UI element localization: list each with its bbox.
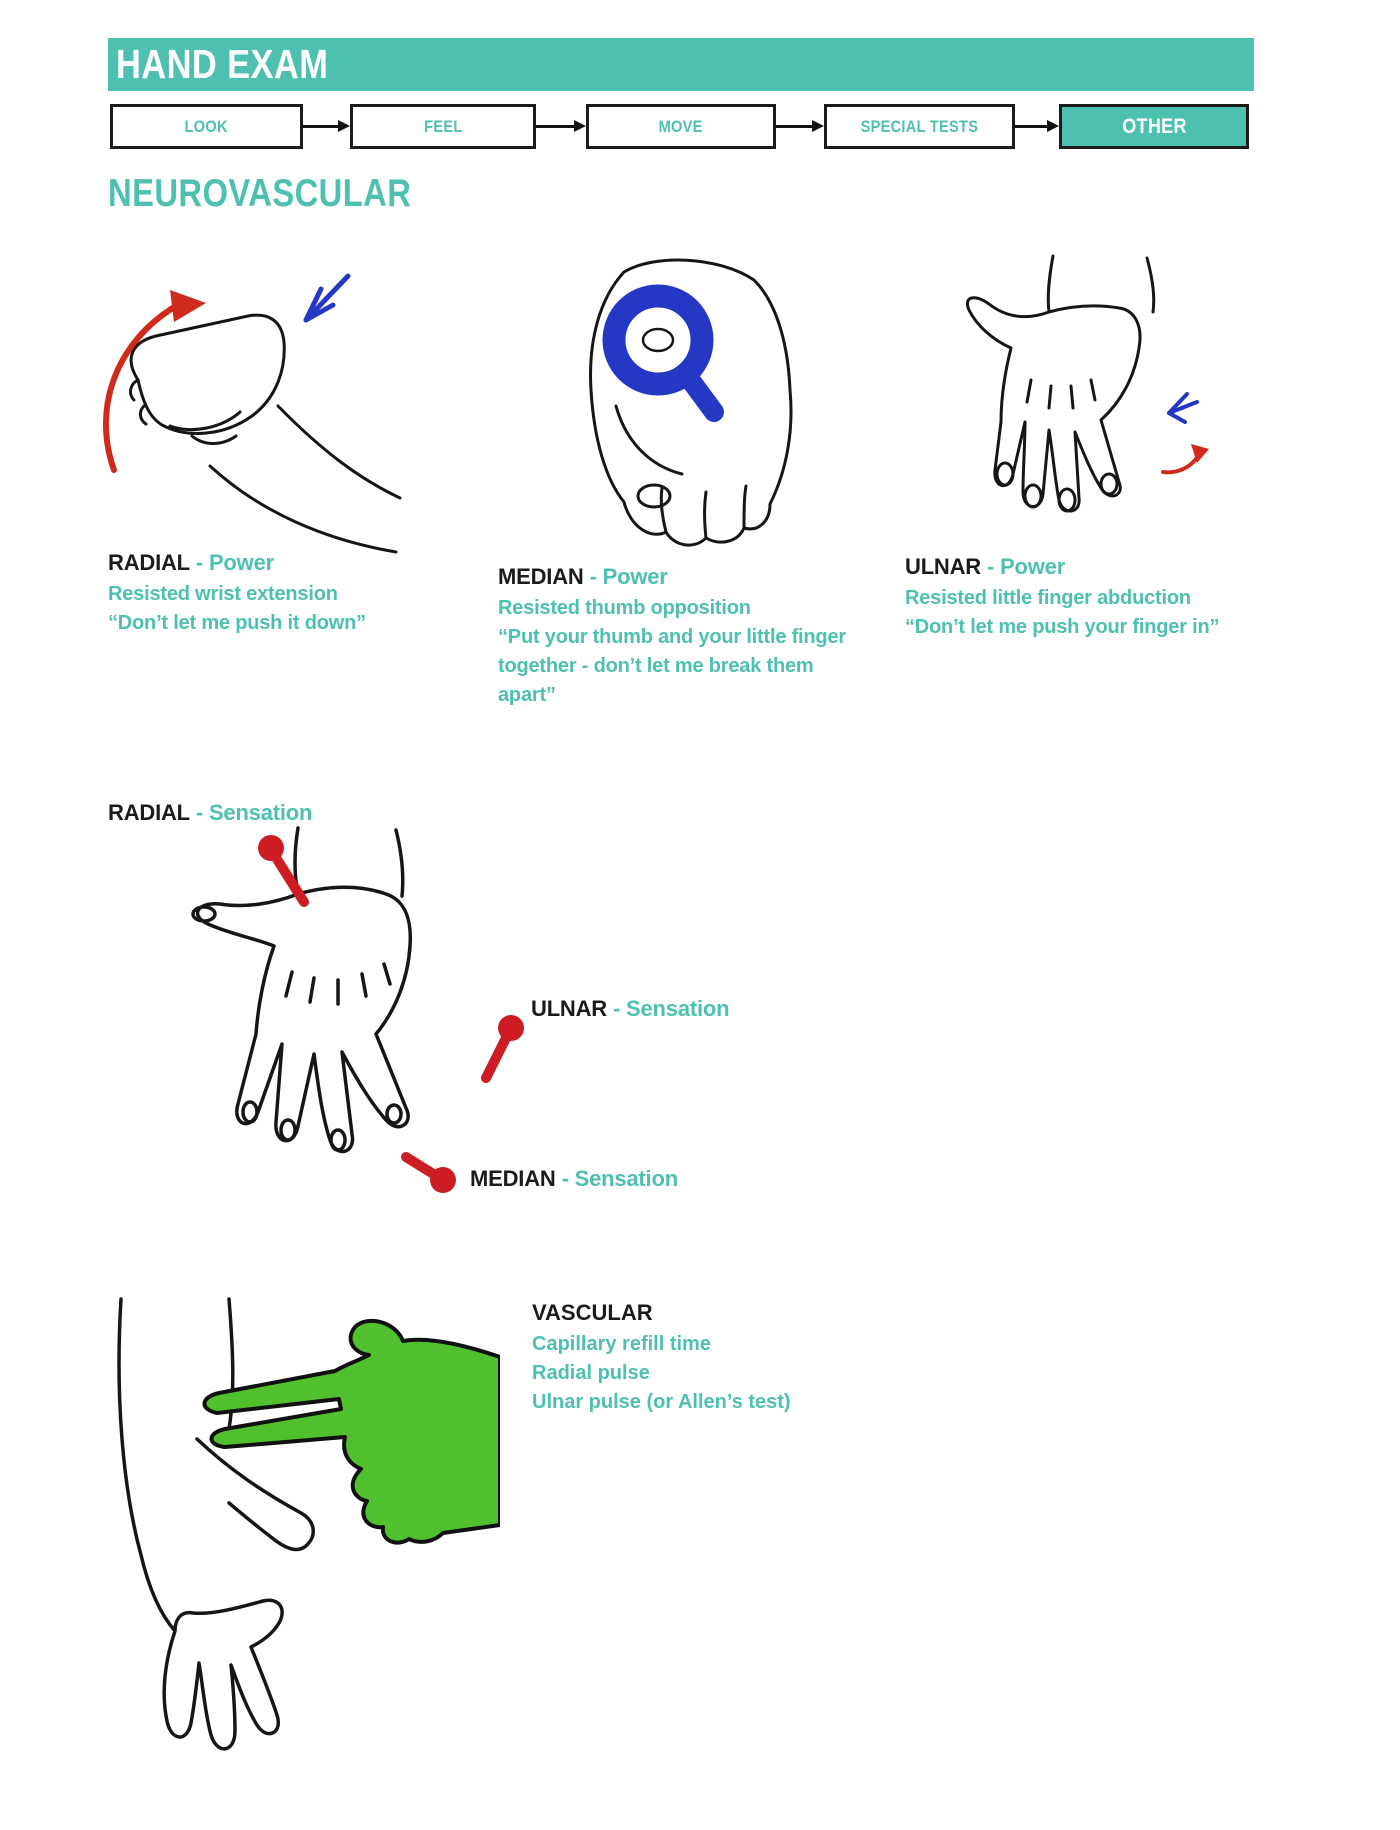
vascular-item: Ulnar pulse (or Allen’s test): [532, 1391, 791, 1413]
flow-step-special-tests: SPECIAL TESTS: [824, 104, 1015, 149]
test-type: - Sensation: [195, 800, 313, 825]
vascular-caption: VASCULAR Capillary refill time Radial pu…: [532, 1300, 892, 1417]
test-type: - Power: [987, 554, 1066, 579]
median-power-caption: MEDIAN- Power Resisted thumb opposition …: [498, 562, 864, 710]
caption-title: ULNAR- Power: [905, 552, 1265, 581]
ulnar-power-caption: ULNAR- Power Resisted little finger abdu…: [905, 552, 1265, 642]
radial-power-hand-illustration: [103, 273, 402, 554]
caption-line: Resisted little finger abduction: [905, 587, 1191, 609]
vascular-heading: VASCULAR: [532, 1300, 653, 1325]
flow-arrow-icon: [776, 120, 824, 132]
caption-title: RADIAL- Power: [108, 548, 438, 577]
blue-resistance-arrow-icon: [303, 273, 351, 323]
flow-step-move: MOVE: [586, 104, 776, 149]
red-abduction-arrow-icon: [1161, 444, 1209, 475]
flow-step-label: SPECIAL TESTS: [860, 116, 979, 136]
median-power-hand-illustration: [589, 258, 793, 547]
blue-resistance-arrow-icon: [1167, 392, 1199, 424]
caption-quote: “Put your thumb and your little finger t…: [498, 626, 846, 706]
page-title: HAND EXAM: [116, 41, 329, 87]
test-type: - Sensation: [613, 996, 730, 1021]
flow-arrow-icon: [303, 120, 350, 132]
flow-step-look: LOOK: [110, 104, 303, 149]
caption-line: Resisted wrist extension: [108, 583, 338, 605]
flow-step-feel: FEEL: [350, 104, 536, 149]
red-extension-arrow-icon: [103, 290, 206, 473]
test-type: - Sensation: [561, 1166, 679, 1191]
ulnar-sensation-pin-icon: [481, 1015, 524, 1083]
caption-quote: “Don’t let me push your finger in”: [905, 616, 1220, 638]
vascular-item: Capillary refill time: [532, 1333, 711, 1355]
median-sensation-label: MEDIAN- Sensation: [470, 1166, 678, 1192]
caption-line: Resisted thumb opposition: [498, 597, 751, 619]
vascular-item: Radial pulse: [532, 1362, 650, 1384]
flow-arrow-icon: [536, 120, 586, 132]
examiner-green-hand-icon: [202, 1318, 500, 1545]
section-heading: NEUROVASCULAR: [108, 172, 412, 215]
flow-arrow-icon: [1015, 120, 1059, 132]
ulnar-power-hand-illustration: [966, 254, 1209, 513]
flow-step-label: MOVE: [658, 116, 704, 136]
nerve-name: RADIAL: [108, 800, 190, 825]
flow-step-label: OTHER: [1121, 114, 1187, 138]
nerve-name: MEDIAN: [470, 1166, 556, 1191]
caption-title: MEDIAN- Power: [498, 562, 864, 591]
nerve-name: ULNAR: [531, 996, 607, 1021]
median-sensation-pin-icon: [401, 1152, 456, 1193]
nerve-name: MEDIAN: [498, 564, 584, 589]
test-type: - Power: [589, 564, 668, 589]
radial-sensation-label: RADIAL- Sensation: [108, 800, 312, 826]
ulnar-sensation-label: ULNAR- Sensation: [531, 996, 730, 1022]
sensation-hand-illustration: [191, 826, 524, 1193]
flow-step-label: LOOK: [184, 116, 229, 136]
nerve-name: RADIAL: [108, 550, 190, 575]
caption-quote: “Don’t let me push it down”: [108, 612, 366, 634]
blue-examiner-ring-icon: [602, 284, 724, 422]
flow-step-other: OTHER: [1059, 104, 1249, 149]
radial-power-caption: RADIAL- Power Resisted wrist extension “…: [108, 548, 438, 638]
flow-step-label: FEEL: [423, 116, 463, 136]
radial-sensation-pin-icon: [258, 835, 309, 907]
vascular-pulse-check-illustration: [117, 1297, 500, 1751]
title-bar: HAND EXAM: [108, 38, 1254, 91]
test-type: - Power: [195, 550, 274, 575]
nerve-name: ULNAR: [905, 554, 981, 579]
